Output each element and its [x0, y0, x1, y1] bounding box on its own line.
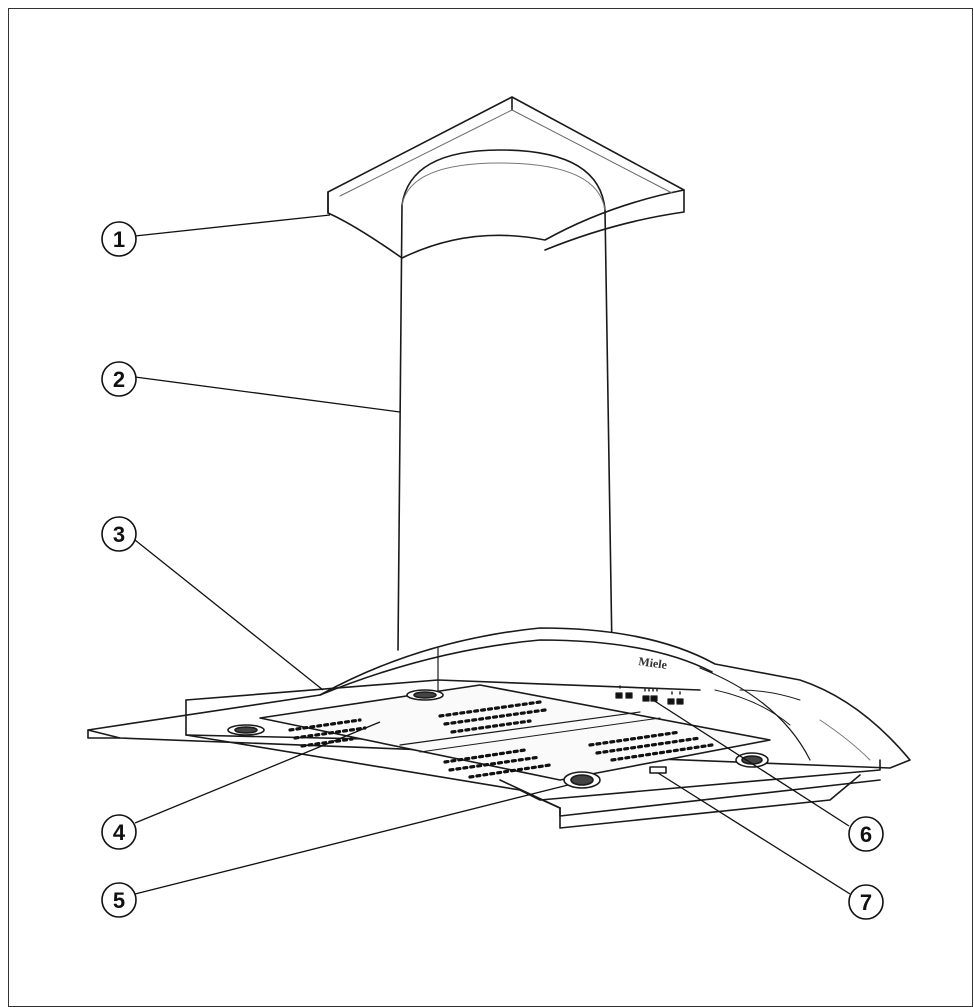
leader-5 [134, 784, 569, 895]
callout-leaders [134, 214, 851, 895]
leader-2 [134, 376, 401, 413]
callout-number: 1 [113, 227, 125, 252]
callout-circle [848, 884, 884, 920]
chimney-duct-cover [397, 162, 613, 653]
callout-1: 1 [101, 221, 137, 257]
leader-7 [657, 772, 851, 895]
callout-circle [101, 361, 137, 397]
callout-7: 7 [848, 884, 884, 920]
leader-6 [652, 699, 850, 827]
range-hood-illustration [87, 96, 911, 829]
callout-number: 3 [113, 522, 125, 547]
leader-3 [134, 539, 324, 691]
leader-4 [134, 721, 381, 824]
callout-6: 6 [848, 816, 884, 852]
callout-number: 2 [113, 367, 125, 392]
callout-number: 5 [113, 888, 125, 913]
callout-2: 2 [101, 361, 137, 397]
callout-number: 7 [860, 890, 872, 915]
ceiling-canopy [327, 96, 685, 259]
callout-circle [101, 882, 137, 918]
lighting-switch [649, 766, 667, 774]
halogen-lights [227, 689, 769, 789]
callout-circle [101, 516, 137, 552]
callout-circle [848, 816, 884, 852]
callout-5: 5 [101, 882, 137, 918]
callout-4: 4 [101, 814, 137, 850]
leader-1 [134, 214, 331, 237]
callout-3: 3 [101, 516, 137, 552]
callout-circle [101, 221, 137, 257]
brand-logo: Miele [638, 654, 669, 672]
callout-number: 6 [860, 822, 872, 847]
callout-number: 4 [113, 820, 126, 845]
callout-circle [101, 814, 137, 850]
control-panel [615, 685, 684, 705]
filter-vent-holes [288, 700, 714, 779]
